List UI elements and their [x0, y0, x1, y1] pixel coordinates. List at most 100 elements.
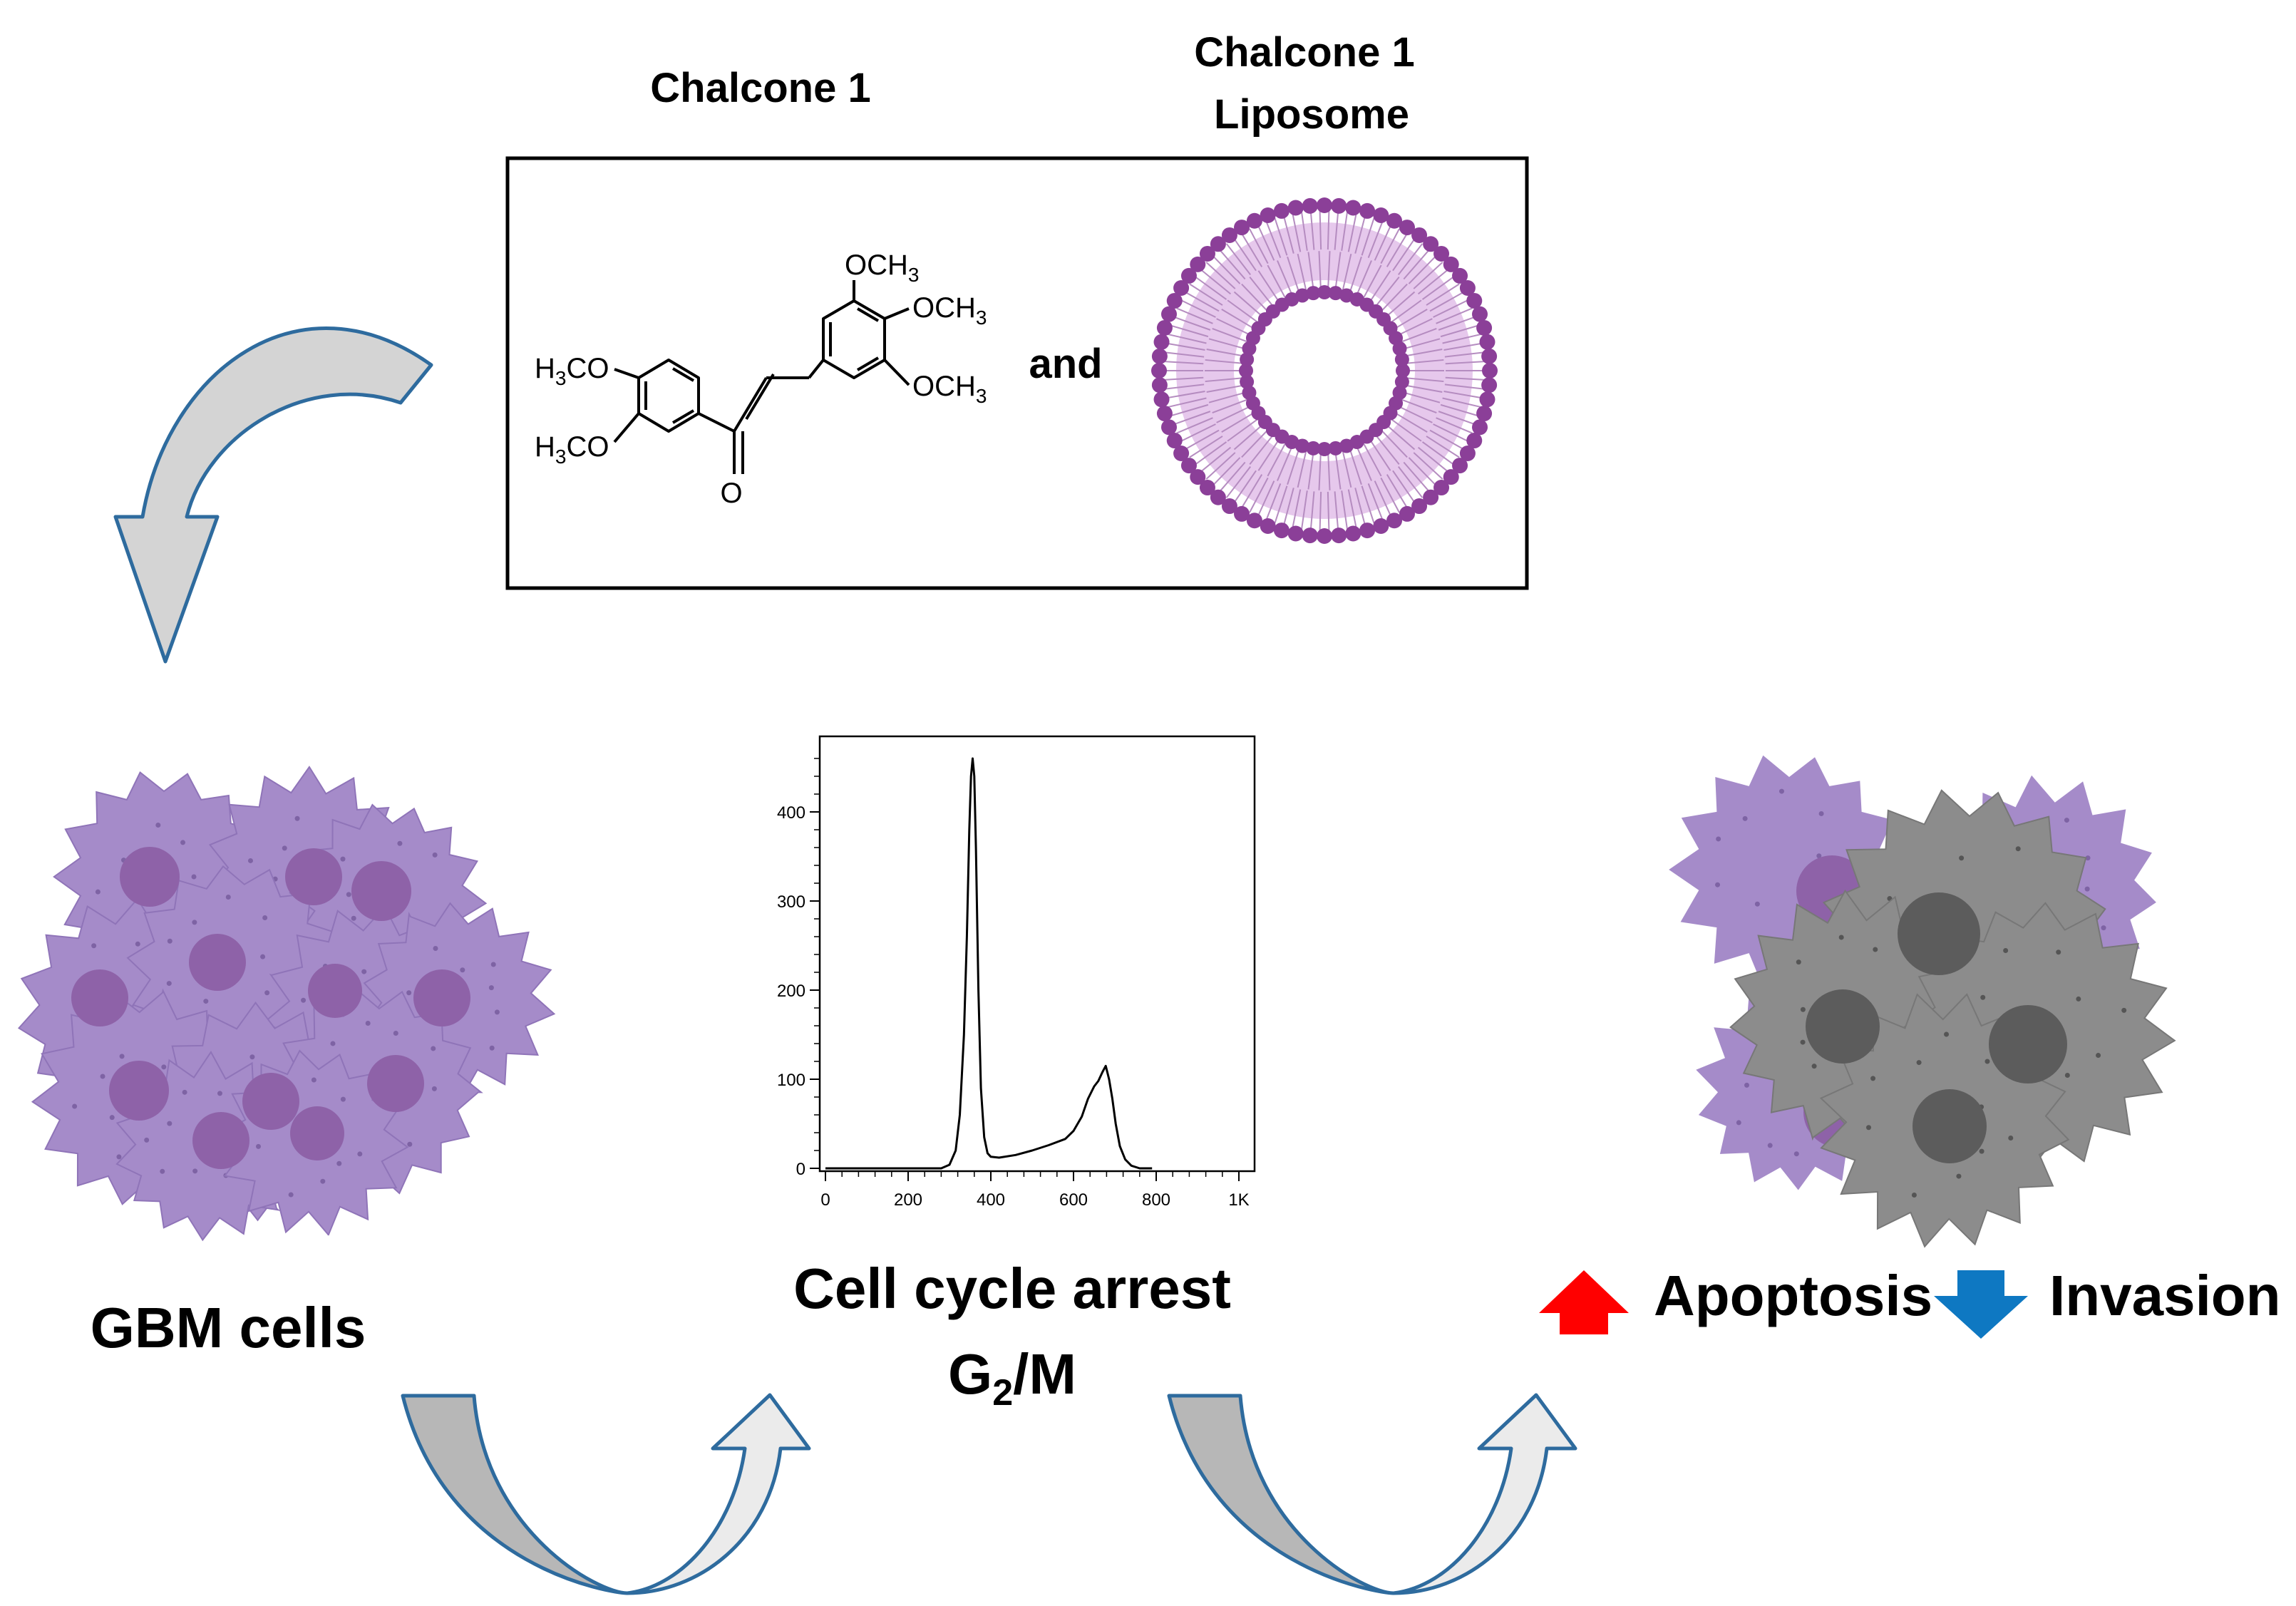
gbm-nucleus	[351, 861, 411, 921]
lipid-head-inner	[1394, 352, 1409, 367]
lipid-tail-outer	[1440, 403, 1479, 417]
lipid-tail-outer	[1443, 391, 1483, 399]
lipid-tail-outer	[1367, 220, 1384, 258]
cell-granule	[192, 1168, 198, 1174]
lipid-head-outer	[1466, 433, 1483, 449]
cell-granule	[249, 1054, 255, 1060]
lipid-head-outer	[1151, 377, 1168, 393]
lipid-tail-inner	[1355, 443, 1372, 481]
cell-granule	[330, 1041, 336, 1046]
lipid-tail-outer	[1374, 480, 1392, 518]
lipid-head-outer	[1302, 197, 1318, 214]
lipid-head-outer	[1423, 489, 1439, 505]
lipid-tail-outer	[1347, 213, 1357, 252]
cell-granule	[393, 1030, 398, 1036]
lipid-tail-inner	[1392, 308, 1428, 331]
cell-granule	[340, 1096, 346, 1102]
cell-granule	[1984, 1059, 1990, 1064]
lipid-head-outer	[1210, 489, 1226, 505]
lipid-tail-outer	[1180, 299, 1216, 318]
lipid-tail-inner	[1318, 450, 1322, 490]
lipid-tail-outer	[1421, 441, 1455, 466]
lipid-tail-inner	[1206, 384, 1246, 393]
lipid-tail-outer	[1180, 423, 1216, 443]
lipid-tail-outer	[1164, 361, 1204, 365]
lipid-head-inner	[1239, 364, 1253, 378]
lipid-tail-inner	[1327, 450, 1331, 490]
lipid-head-outer	[1331, 197, 1347, 214]
lipid-tail-inner	[1399, 328, 1437, 344]
y-tick-label: 300	[777, 892, 805, 912]
invasion-down-arrow-icon	[1934, 1270, 2028, 1339]
lipid-head-inner	[1306, 286, 1321, 301]
cell-granule	[1956, 1173, 1962, 1179]
lipid-tail-outer	[1282, 488, 1294, 526]
cell-granule	[95, 889, 101, 895]
lipid-head-outer	[1472, 306, 1488, 322]
lipid-tail-outer	[1429, 291, 1465, 312]
lipid-tail-inner	[1367, 436, 1391, 471]
liposome-core	[1234, 280, 1415, 461]
gbm-cell-cluster	[17, 766, 556, 1242]
lipid-tail-outer	[1442, 334, 1481, 344]
lipid-tail-inner	[1287, 256, 1301, 295]
lipid-head-outer	[1386, 212, 1403, 229]
lipid-head-outer	[1373, 518, 1389, 535]
cell-granule	[407, 1141, 413, 1147]
cell-granule	[288, 1192, 294, 1198]
gbm-nucleus	[242, 1073, 299, 1130]
histogram-line	[825, 757, 1153, 1170]
cell-granule	[489, 1045, 495, 1051]
lipid-head-inner	[1392, 341, 1407, 356]
y-tick-label: 0	[796, 1160, 805, 1179]
lipid-tail-outer	[1282, 215, 1294, 254]
lipid-head-outer	[1359, 523, 1376, 539]
lipid-head-inner	[1396, 364, 1410, 378]
cell-granule	[167, 1121, 173, 1126]
cell-granule	[2085, 855, 2091, 861]
apoptotic-nucleus	[1806, 989, 1880, 1064]
svg-text:OCH3: OCH3	[912, 371, 987, 407]
lipid-tail-outer	[1374, 224, 1392, 261]
cell-granule	[109, 1115, 115, 1121]
lipid-tail-outer	[1173, 411, 1211, 426]
lipid-head-outer	[1156, 406, 1173, 422]
liposome-graphic	[1151, 197, 1498, 544]
lipid-tail-outer	[1212, 457, 1241, 487]
lipid-head-outer	[1452, 458, 1468, 474]
lipid-tail-outer	[1265, 220, 1282, 258]
cell-granule	[1796, 959, 1801, 965]
lipid-tail-inner	[1396, 404, 1433, 423]
lipid-tail-outer	[1257, 480, 1275, 518]
lipid-tail-outer	[1165, 351, 1205, 358]
cell-granule	[431, 1046, 436, 1051]
cell-granule	[1736, 1120, 1741, 1126]
svg-text:H3CO: H3CO	[535, 431, 609, 468]
lipid-head-outer	[1466, 292, 1483, 309]
lipid-head-outer	[1199, 245, 1215, 262]
lipid-tail-outer	[1444, 384, 1484, 390]
cell-granule	[346, 892, 351, 897]
lipid-tail-outer	[1398, 243, 1424, 275]
lipid-tail-outer	[1386, 232, 1409, 267]
lipid-tail-outer	[1233, 470, 1257, 504]
lipid-tail-inner	[1403, 349, 1443, 357]
lipid-tail-outer	[1173, 316, 1211, 331]
cell-granule	[1742, 815, 1748, 821]
cell-granule	[2101, 925, 2106, 931]
y-tick-label: 400	[777, 803, 805, 823]
lipid-tail-outer	[1354, 488, 1366, 526]
lipid-head-outer	[1411, 498, 1428, 515]
lipid-head-outer	[1386, 513, 1403, 529]
lipid-tail-outer	[1218, 249, 1246, 280]
lipid-tail-inner	[1404, 377, 1444, 383]
lipid-head-inner	[1240, 374, 1255, 389]
lipid-tail-inner	[1267, 441, 1287, 477]
lipid-tail-inner	[1257, 436, 1282, 471]
lipid-tail-inner	[1374, 432, 1400, 465]
svg-text:H3CO: H3CO	[535, 353, 609, 389]
lipid-tail-inner	[1241, 283, 1270, 314]
cell-granule	[431, 1086, 437, 1091]
lipid-head-outer	[1331, 527, 1347, 544]
